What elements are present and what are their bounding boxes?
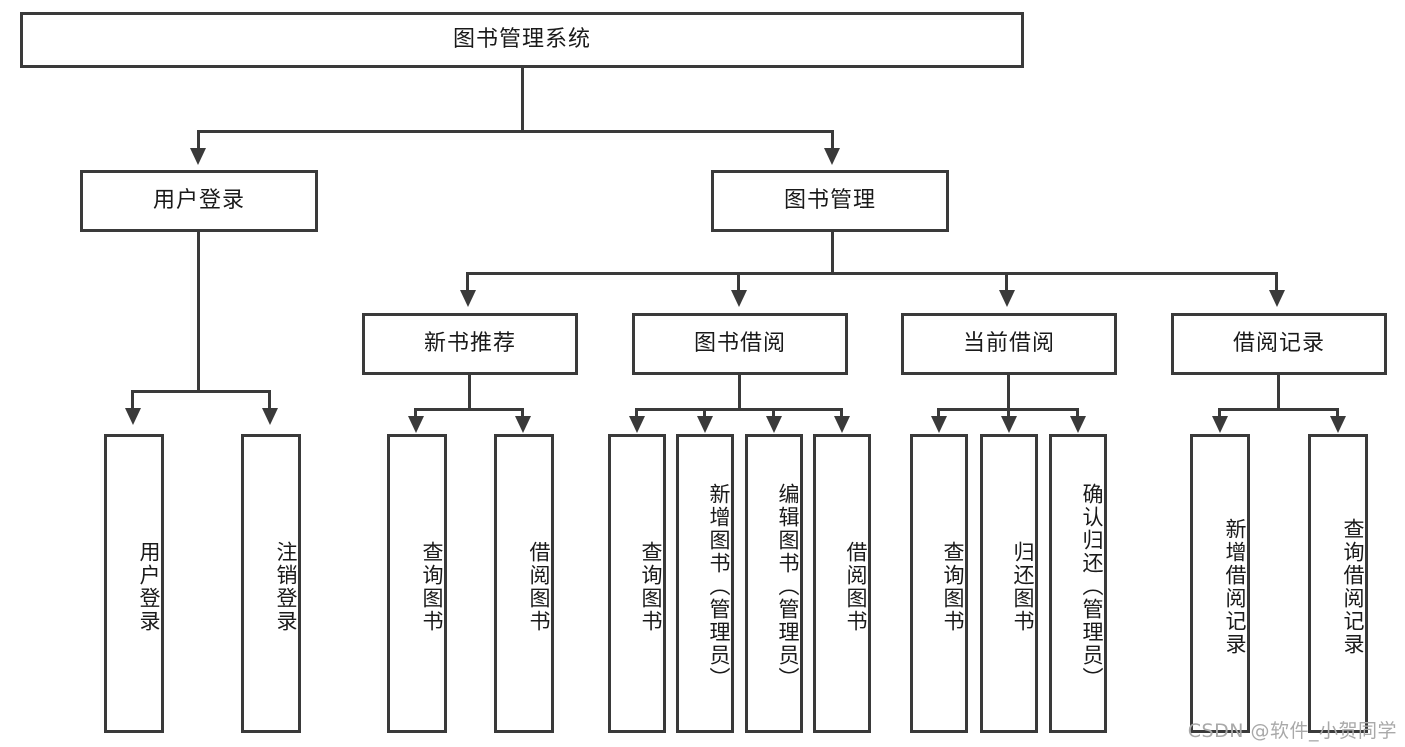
connector-bb-to-leaf-4 (840, 408, 843, 420)
connector-borrow-record-bus (1218, 408, 1339, 411)
leaf-logout-login[interactable]: 注销登录 (241, 434, 301, 733)
leaf-add-book[interactable]: 新增图书（管理员） (676, 434, 734, 733)
connector-bm-to-borrow-record (1275, 272, 1278, 294)
node-label: 图书借阅 (693, 330, 786, 356)
arrowhead-bm-to-borrow-record (1269, 290, 1285, 307)
connector-current-borrow-stem (1007, 375, 1010, 410)
node-label: 当前借阅 (962, 330, 1055, 356)
arrowhead-bm-to-current-borrow (999, 290, 1015, 307)
node-user-login[interactable]: 用户登录 (80, 170, 318, 232)
arrowhead-bb-to-leaf-2 (697, 416, 713, 433)
leaf-label: 新增图书（管理员） (707, 483, 731, 690)
leaf-label: 查询图书 (941, 540, 965, 633)
connector-new-book-to-leaf-2 (521, 408, 524, 420)
node-root-book-management-system[interactable]: 图书管理系统 (20, 12, 1024, 68)
leaf-label: 用户登录 (137, 540, 161, 633)
arrowhead-bm-to-book-borrow (731, 290, 747, 307)
leaf-confirm-return[interactable]: 确认归还（管理员） (1049, 434, 1107, 733)
connector-root-bus (197, 130, 834, 133)
node-label: 图书管理 (783, 187, 876, 213)
leaf-label: 借阅图书 (527, 540, 551, 633)
node-current-borrow[interactable]: 当前借阅 (901, 313, 1117, 375)
arrowhead-root-to-user-login (190, 148, 206, 165)
leaf-label: 借阅图书 (844, 540, 868, 633)
connector-book-management-bus (466, 272, 1278, 275)
connector-bb-to-leaf-3 (772, 408, 775, 420)
leaf-label: 归还图书 (1011, 540, 1035, 633)
connector-user-login-stem (197, 232, 200, 392)
connector-book-borrow-bus (635, 408, 843, 411)
leaf-label: 编辑图书（管理员） (776, 483, 800, 690)
connector-cb-to-leaf-2 (1007, 408, 1010, 420)
leaf-borrow-book-1[interactable]: 借阅图书 (494, 434, 554, 733)
node-label: 图书管理系统 (452, 26, 591, 52)
leaf-query-record[interactable]: 查询借阅记录 (1308, 434, 1368, 733)
connector-cb-to-leaf-1 (937, 408, 940, 420)
arrowhead-bb-to-leaf-1 (629, 416, 645, 433)
leaf-edit-book[interactable]: 编辑图书（管理员） (745, 434, 803, 733)
arrowhead-user-login-to-leaf-1 (125, 408, 141, 425)
connector-root-stem (521, 68, 524, 132)
leaf-query-book-2[interactable]: 查询图书 (608, 434, 666, 733)
connector-book-management-stem (831, 232, 834, 274)
leaf-query-book-3[interactable]: 查询图书 (910, 434, 968, 733)
connector-new-book-to-leaf-1 (414, 408, 417, 420)
connector-br-to-leaf-2 (1336, 408, 1339, 420)
node-new-book-recommend[interactable]: 新书推荐 (362, 313, 578, 375)
connector-root-to-book-management (831, 130, 834, 152)
node-book-management[interactable]: 图书管理 (711, 170, 949, 232)
connector-bb-to-leaf-2 (703, 408, 706, 420)
node-label: 借阅记录 (1232, 330, 1325, 356)
arrowhead-cb-to-leaf-2 (1001, 416, 1017, 433)
arrowhead-cb-to-leaf-3 (1070, 416, 1086, 433)
leaf-user-login[interactable]: 用户登录 (104, 434, 164, 733)
node-label: 用户登录 (152, 187, 245, 213)
connector-user-login-to-leaf-1 (131, 390, 134, 412)
connector-cb-to-leaf-3 (1076, 408, 1079, 420)
connector-br-to-leaf-1 (1218, 408, 1221, 420)
node-book-borrow[interactable]: 图书借阅 (632, 313, 848, 375)
arrowhead-bb-to-leaf-3 (766, 416, 782, 433)
connector-user-login-bus (131, 390, 270, 393)
connector-user-login-to-leaf-2 (268, 390, 271, 412)
leaf-label: 查询图书 (420, 540, 444, 633)
arrowhead-new-book-to-leaf-1 (408, 416, 424, 433)
leaf-label: 查询图书 (639, 540, 663, 633)
arrowhead-cb-to-leaf-1 (931, 416, 947, 433)
arrowhead-user-login-to-leaf-2 (262, 408, 278, 425)
arrowhead-bm-to-new-book (460, 290, 476, 307)
connector-bm-to-current-borrow (1005, 272, 1008, 294)
leaf-label: 查询借阅记录 (1341, 517, 1365, 656)
connector-new-book-bus (414, 408, 524, 411)
leaf-label: 注销登录 (274, 540, 298, 633)
arrowhead-br-to-leaf-2 (1330, 416, 1346, 433)
leaf-label: 新增借阅记录 (1223, 517, 1247, 656)
leaf-query-book-1[interactable]: 查询图书 (387, 434, 447, 733)
watermark-text: CSDN @软件_小贺同学 (1187, 720, 1397, 742)
node-label: 新书推荐 (423, 330, 516, 356)
connector-bm-to-book-borrow (737, 272, 740, 294)
arrowhead-root-to-book-management (824, 148, 840, 165)
connector-bm-to-new-book (466, 272, 469, 294)
connector-root-to-user-login (197, 130, 200, 152)
connector-book-borrow-stem (738, 375, 741, 410)
connector-new-book-stem (468, 375, 471, 410)
leaf-return-book[interactable]: 归还图书 (980, 434, 1038, 733)
connector-bb-to-leaf-1 (635, 408, 638, 420)
leaf-label: 确认归还（管理员） (1080, 483, 1104, 690)
arrowhead-br-to-leaf-1 (1212, 416, 1228, 433)
arrowhead-new-book-to-leaf-2 (515, 416, 531, 433)
connector-borrow-record-stem (1277, 375, 1280, 410)
leaf-borrow-book-2[interactable]: 借阅图书 (813, 434, 871, 733)
leaf-add-record[interactable]: 新增借阅记录 (1190, 434, 1250, 733)
node-borrow-record[interactable]: 借阅记录 (1171, 313, 1387, 375)
arrowhead-bb-to-leaf-4 (834, 416, 850, 433)
